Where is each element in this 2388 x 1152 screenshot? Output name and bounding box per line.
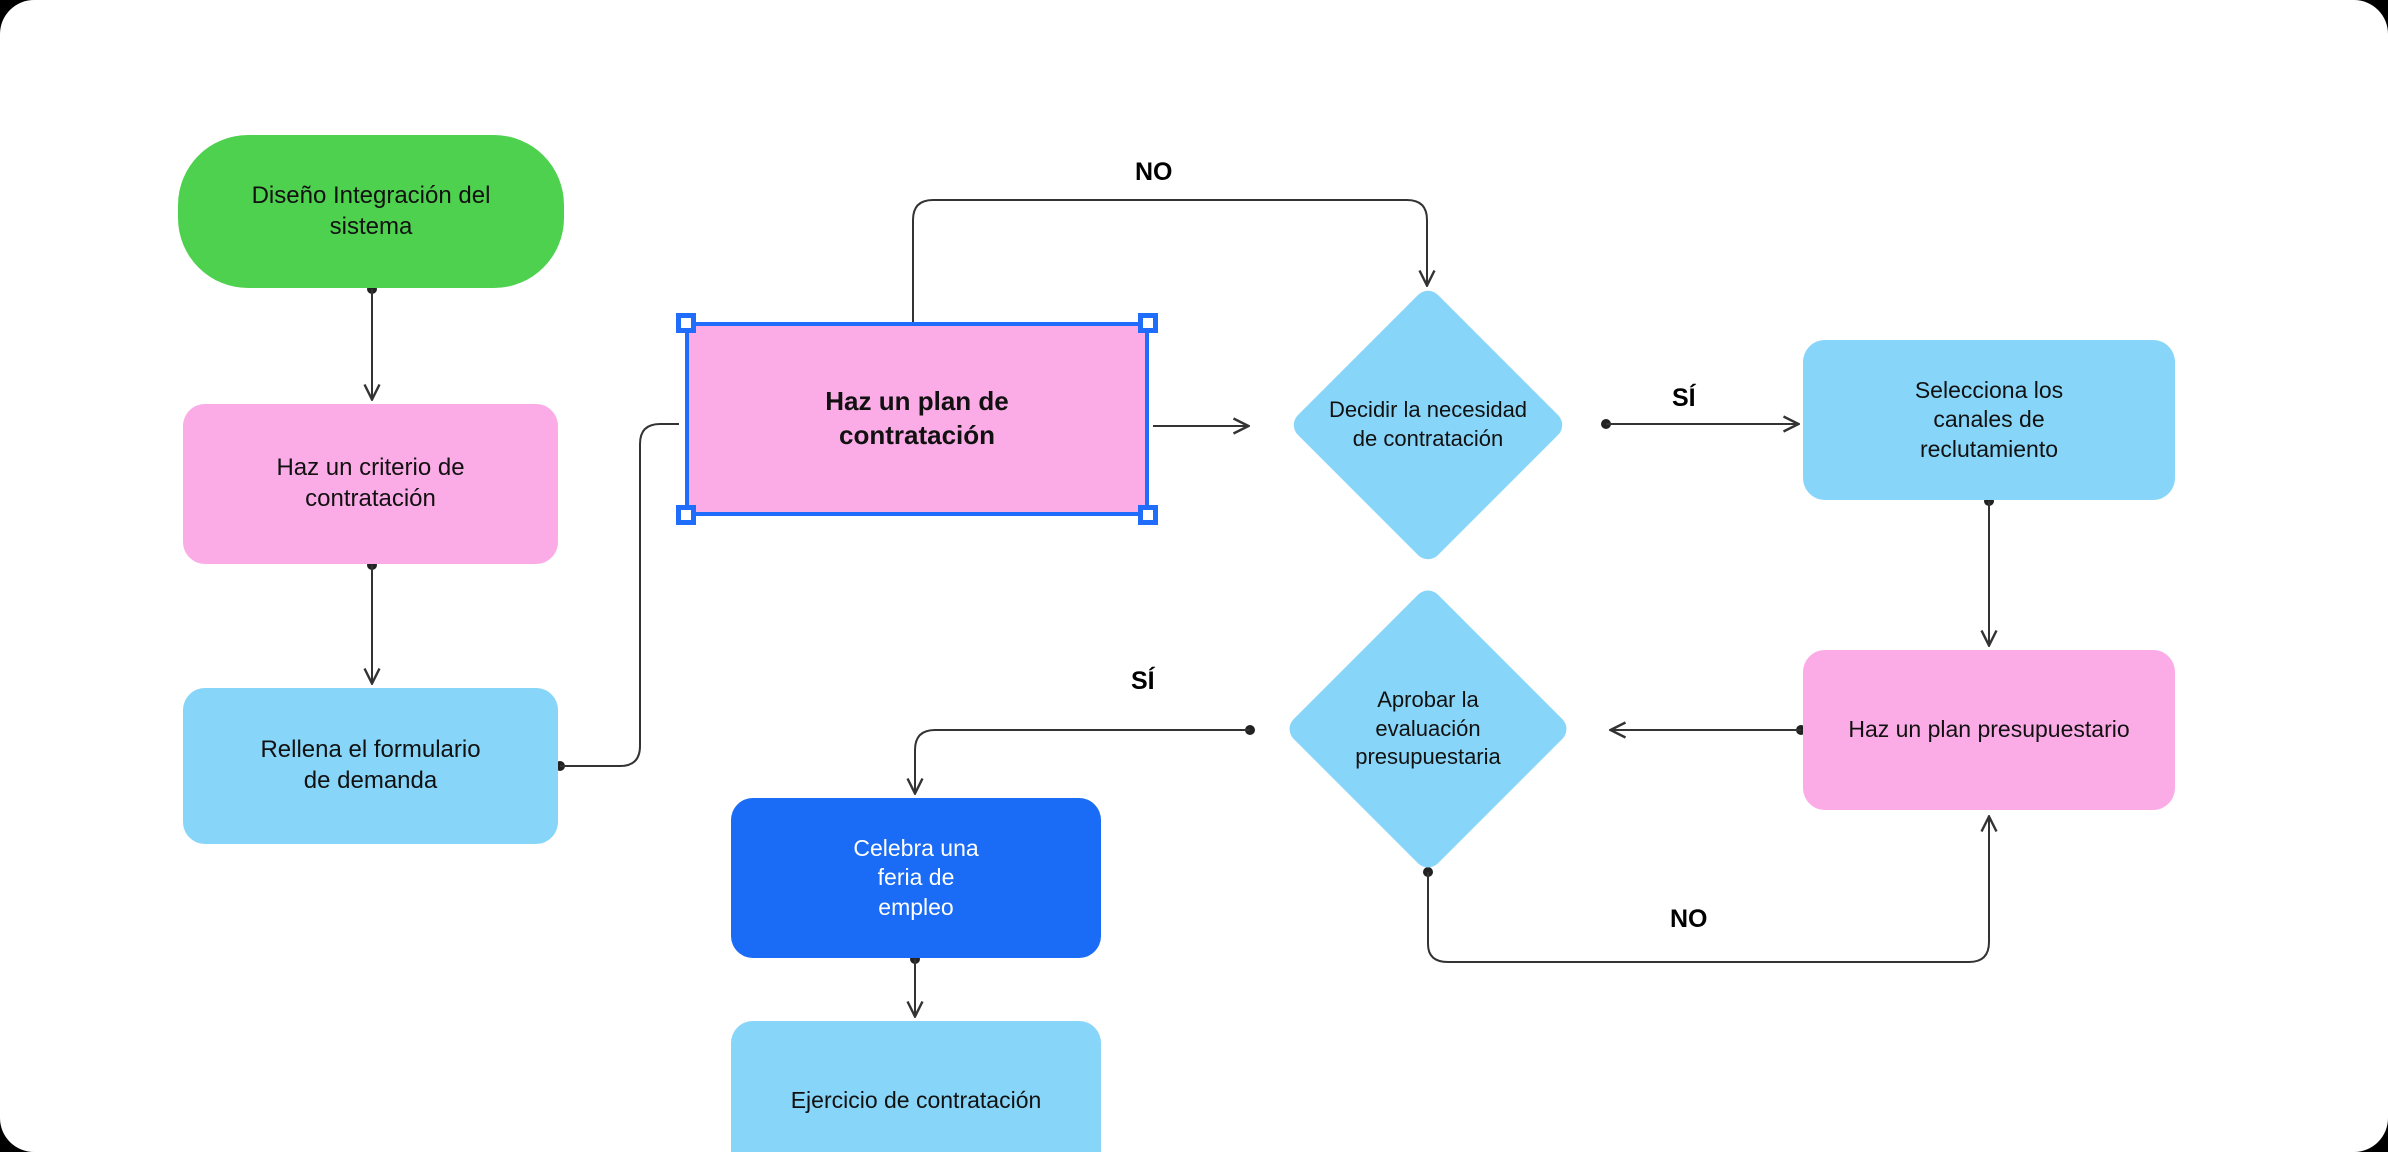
node-label: Haz un plan presupuestario — [1848, 716, 2130, 743]
node-hiring-exercise[interactable]: Ejercicio de contratación — [731, 1021, 1101, 1152]
node-label: Decidir la necesidad de contratación — [1328, 397, 1528, 451]
node-label: Aprobar la evaluación presupuestaria — [1355, 687, 1501, 770]
resize-handle-bottom-left[interactable] — [676, 505, 696, 525]
node-label: Celebra una feria de empleo — [853, 834, 979, 920]
node-label: Diseño Integración del sistema — [251, 181, 491, 240]
node-hiring-criteria[interactable]: Haz un criterio de contratación — [183, 404, 558, 564]
resize-handle-top-left[interactable] — [676, 313, 696, 333]
edge-label-si-right[interactable]: SÍ — [1672, 384, 1696, 412]
edge-jobfair-to-exercise[interactable] — [910, 954, 920, 1015]
node-design-integration[interactable]: Diseño Integración del sistema — [178, 135, 564, 288]
node-label: Rellena el formulario de demanda — [260, 736, 481, 794]
node-label: Haz un criterio de contratación — [276, 454, 465, 512]
edge-label-si-left[interactable]: SÍ — [1131, 667, 1155, 695]
edge-design-to-criteria[interactable] — [367, 284, 377, 398]
node-label: Selecciona los canales de reclutamiento — [1914, 376, 2064, 462]
node-label: Ejercicio de contratación — [790, 1087, 1042, 1114]
resize-handle-top-right[interactable] — [1138, 313, 1158, 333]
node-budget-plan[interactable]: Haz un plan presupuestario — [1803, 650, 2175, 810]
node-label: Haz un plan de contratación — [825, 386, 1009, 450]
resize-handle-bottom-right[interactable] — [1138, 505, 1158, 525]
edge-decide-si-to-channels[interactable] — [1601, 419, 1797, 429]
edge-criteria-to-form[interactable] — [367, 560, 377, 682]
edge-label-no-bottom[interactable]: NO — [1670, 905, 1708, 933]
node-select-channels[interactable]: Selecciona los canales de reclutamiento — [1803, 340, 2175, 500]
node-job-fair[interactable]: Celebra una feria de empleo — [731, 798, 1101, 958]
edge-label-no-top[interactable]: NO — [1135, 158, 1173, 186]
node-approve-budget[interactable]: Aprobar la evaluación presupuestaria — [1253, 584, 1603, 874]
node-decide-need[interactable]: Decidir la necesidad de contratación — [1253, 284, 1603, 566]
edge-budget-to-approve[interactable] — [1612, 725, 1806, 735]
edge-form-to-plan[interactable] — [555, 423, 679, 771]
edge-approve-si-to-jobfair[interactable] — [915, 725, 1255, 792]
edge-channels-to-budget[interactable] — [1984, 496, 1994, 644]
node-demand-form[interactable]: Rellena el formulario de demanda — [183, 688, 558, 844]
node-hiring-plan-selected[interactable]: Haz un plan de contratación — [676, 313, 1158, 525]
